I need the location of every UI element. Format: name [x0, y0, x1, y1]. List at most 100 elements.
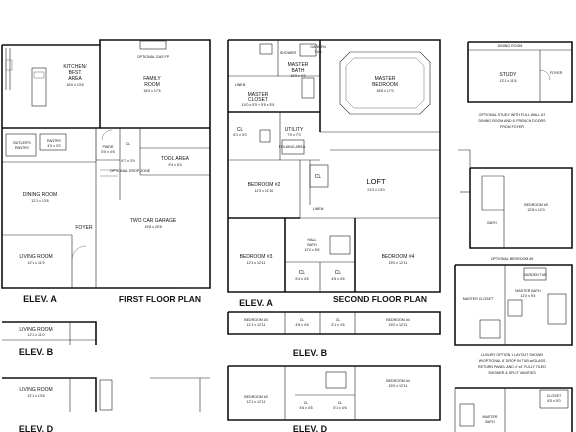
elev-b-bedroom4-dim: 15'0 x 12'11 — [389, 323, 408, 327]
closet-three-label: CL — [299, 270, 306, 276]
closet-four-label: CL — [335, 270, 342, 276]
kitchen-label-3: AREA — [68, 76, 82, 82]
family-room-dim: 16'0 x 17'6 — [143, 89, 160, 93]
luxury-bath-label: MASTER BATH — [515, 289, 541, 293]
garden-tub-label: GARDEN — [310, 45, 326, 49]
first-floor-title: FIRST FLOOR PLAN — [119, 294, 201, 304]
hall-bath-label: HALL — [308, 238, 317, 242]
foyer-label: FOYER — [75, 225, 93, 231]
bedroom3-dim: 12'1 x 12'11 — [247, 261, 266, 265]
second-elev-d-label: ELEV. D — [293, 424, 328, 432]
loft-dim: 21'0 x 13'0 — [367, 188, 384, 192]
elev-b-closet-dim: 4'6 x 4'6 — [295, 323, 308, 327]
loft-label: LOFT — [366, 177, 386, 186]
garage-label: TWO CAR GARAGE — [130, 218, 177, 224]
master-bedroom-dim: 18'8 x 17'0 — [376, 89, 393, 93]
first-elev-b-label: ELEV. B — [19, 347, 54, 357]
drop-zone-label: OPTIONAL DROP ZONE — [110, 169, 151, 173]
garage-dim: 19'8 x 20'8 — [144, 225, 161, 229]
pantry-dim: 4'0 x 3'0 — [47, 144, 60, 148]
bedroom2-dim: 11'9 x 11'10 — [255, 189, 274, 193]
master-bottom-label: MASTER — [483, 415, 498, 419]
elev-d-closet-dim: 4'6 x 4'6 — [299, 406, 312, 410]
hall-bath-dim: 11'0 x 5'6 — [305, 248, 320, 252]
pantry-label: PANTRY — [47, 139, 62, 143]
dining-room-label: DINING ROOM — [23, 192, 57, 198]
bedroom5-caption: OPTIONAL BEDROOM #5 — [491, 257, 534, 261]
luxury-closet-label: MASTER CLOSET — [463, 297, 494, 301]
luxury-caption-line-1: LUXURY OPTION 1 LAYOUT SHOWN — [481, 353, 543, 357]
kitchen-dim: 16'0 x 13'6 — [66, 83, 83, 87]
family-room-label-2: ROOM — [144, 82, 160, 88]
first-elev-a-label: ELEV. A — [23, 294, 57, 304]
elev-b-bedroom3-label: BEDROOM #3 — [244, 318, 268, 322]
bedroom3-label: BEDROOM #3 — [240, 254, 273, 260]
living-room-label: LIVING ROOM — [19, 254, 52, 260]
elev-d-closet-label: CL — [304, 401, 309, 405]
bedroom2-label: BEDROOM #2 — [248, 182, 281, 188]
elev-b-closet2-dim: 5'1 x 4'6 — [331, 323, 344, 327]
master-bath-label: MASTER — [288, 62, 309, 68]
garden-tub-label-2: TUB — [314, 50, 322, 54]
master-bath-label-2: BATH — [292, 68, 305, 74]
kitchen-label-2: BFST — [69, 70, 82, 76]
bedroom5-label: BEDROOM #5 — [524, 203, 548, 207]
closet-four-dim: 4'6 x 4'6 — [331, 277, 344, 281]
luxury-bath-dim: 11'0 x 9'4 — [521, 294, 536, 298]
luxury-caption-line-2: W/OPTIONAL 8' DROP IN TUB w/GLASS — [479, 359, 546, 363]
second-floor-plan — [227, 39, 441, 421]
dining-room-dim: 12'1 x 13'6 — [31, 199, 48, 203]
bedroom4-dim: 15'0 x 12'11 — [389, 261, 408, 265]
elev-d-bedroom4-dim: 15'0 x 12'11 — [389, 384, 408, 388]
elev-b-bedroom3-dim: 12'1 x 12'11 — [247, 323, 266, 327]
master-closet-label-2: CLOSET — [248, 97, 268, 103]
elev-b-living-dim: 12'1 x 11'0 — [28, 333, 45, 337]
bedroom4-label: BEDROOM #4 — [382, 254, 415, 260]
folding-area-label: FOLDING AREA — [279, 145, 306, 149]
elev-d-bedroom4-label: BEDROOM #4 — [386, 379, 410, 383]
luxury-garden-label: GARDEN TUB — [523, 273, 547, 277]
master-bath-dim: 12'0 x 9'2 — [290, 74, 305, 78]
elev-b-bedroom4-label: BEDROOM #4 — [386, 318, 410, 322]
second-elev-b-label: ELEV. B — [293, 348, 328, 358]
study-caption-line-1: OPTIONAL STUDY WITH FULL WALL AT — [479, 113, 546, 117]
linen-two-label: LINEN — [313, 207, 324, 211]
butlers-pantry-label: BUTLER'S — [13, 141, 31, 145]
elev-d-living-dim: 12'1 x 13'6 — [27, 394, 44, 398]
elev-d-closet2-label: CL — [338, 401, 343, 405]
hall-bath-label-2: BATH — [307, 243, 317, 247]
closet-label: CL — [126, 142, 131, 146]
elev-d-closet2-dim: 5'1 x 4'6 — [333, 406, 346, 410]
elev-b-living-label: LIVING ROOM — [19, 327, 52, 333]
closet-bottom-dim: 8'0 x 5'0 — [547, 399, 560, 403]
elev-d-bedroom3-dim: 12'1 x 12'11 — [247, 400, 266, 404]
first-elev-d-label: ELEV. D — [19, 424, 54, 432]
tool-area-dim: 9'4 x 5'4 — [168, 163, 181, 167]
powder-room-label: PWDR — [103, 145, 114, 149]
elev-b-closet2-label: CL — [336, 318, 341, 322]
butlers-pantry-label-2: PANTRY — [15, 146, 30, 150]
luxury-caption-line-3: RETURN PANEL AND 4' x4' FULLY TILED — [478, 365, 546, 369]
shower-label: SHOWER — [280, 51, 297, 55]
utility-dim: 7'0 x 7'0 — [287, 133, 300, 137]
options-column — [454, 41, 573, 432]
master-bedroom-label-2: BEDROOM — [372, 82, 398, 88]
kitchen-label: KITCHEN/ — [63, 64, 87, 70]
elev-b-closet-label: CL — [300, 318, 305, 322]
second-floor-title: SECOND FLOOR PLAN — [333, 294, 427, 304]
closet-one-dim: 6'1 x 3'0 — [233, 133, 246, 137]
fireplace-label: OPTIONAL GAS FP — [137, 55, 170, 59]
master-bedroom-label: MASTER — [375, 76, 396, 82]
linen-label: LINEN — [235, 83, 246, 87]
family-room-label: FAMILY — [143, 76, 161, 82]
study-dim: 13'1 x 11'6 — [500, 79, 517, 83]
bedroom5-bath-label: BATH — [487, 221, 497, 225]
master-closet-dim: 10'0 x 5'5 + 5'5 x 5'5 — [242, 103, 274, 107]
elev-d-living-label: LIVING ROOM — [19, 387, 52, 393]
study-caption-line-2: DINING ROOM AND 6' FRENCH DOORS — [479, 119, 547, 123]
elev-d-bedroom3-label: BEDROOM #3 — [244, 395, 268, 399]
closet-two-label: CL — [315, 174, 322, 180]
closet-dim: 6'7 x 3'9 — [121, 159, 134, 163]
master-closet-label: MASTER — [248, 92, 269, 98]
